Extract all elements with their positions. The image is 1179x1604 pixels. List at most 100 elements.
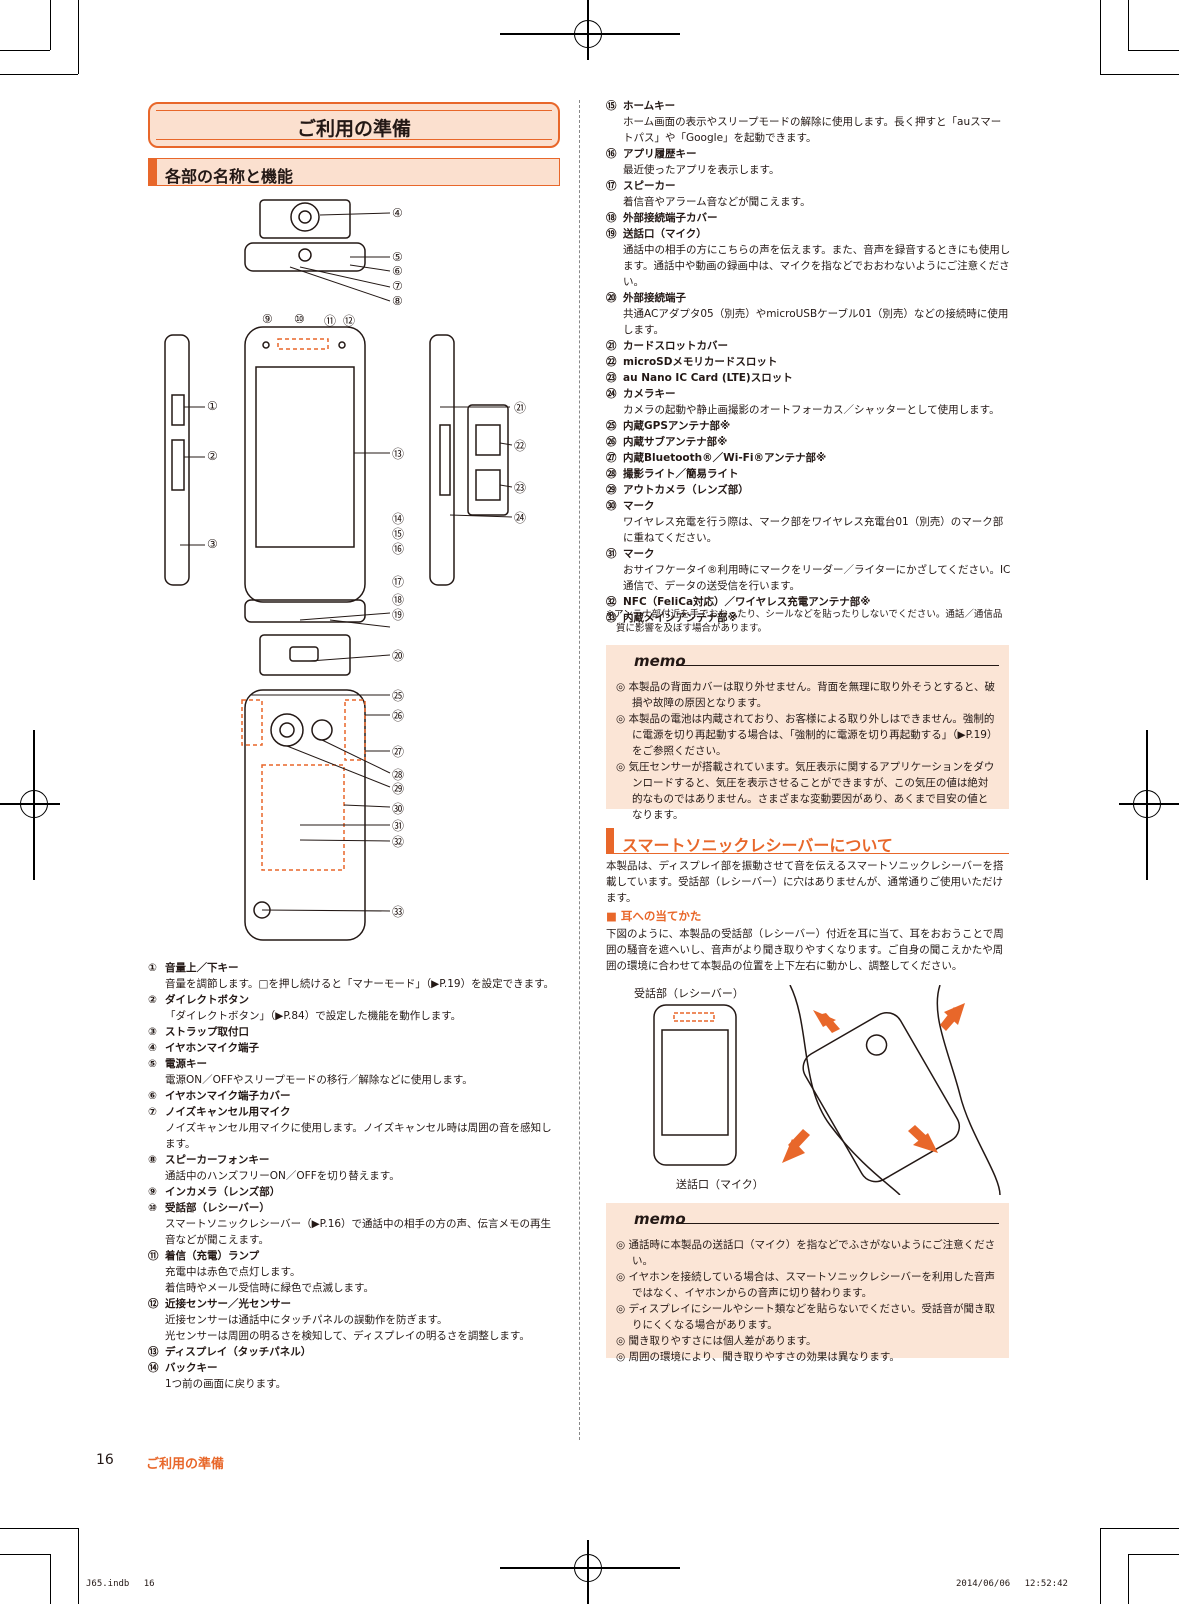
- callout-31: ㉛: [392, 819, 405, 833]
- crop-mark: [1128, 50, 1179, 51]
- callout-25: ㉕: [392, 689, 405, 703]
- callout-6: ⑥: [392, 264, 403, 278]
- callout-22: ㉒: [514, 439, 527, 453]
- callout-19: ⑲: [392, 608, 405, 622]
- item-title: バックキー: [165, 1362, 218, 1374]
- item-title: ディスプレイ（タッチパネル）: [165, 1346, 312, 1358]
- item-number: ①: [148, 962, 157, 974]
- callout-17: ⑰: [392, 575, 405, 589]
- item-description: 共通ACアダプタ05（別売）やmicroUSBケーブル01（別売）などの接続時に…: [623, 308, 1009, 336]
- item-description: 着信音やアラーム音などが聞こえます。: [623, 196, 811, 208]
- crop-mark: [1100, 0, 1101, 74]
- sonic-illustration: [653, 985, 1001, 1195]
- column-divider: [579, 100, 580, 1440]
- item-description: 充電中は赤色で点灯します。 着信時やメール受信時に緑色で点滅します。: [165, 1266, 374, 1294]
- crop-mark: [1100, 1528, 1179, 1529]
- item-number: ⑰: [606, 180, 617, 192]
- callout-27: ㉗: [392, 745, 405, 759]
- item-title: ホームキー: [623, 100, 676, 112]
- item-description: 1つ前の画面に戻ります。: [165, 1378, 287, 1390]
- crop-mark: [1128, 1554, 1129, 1604]
- item-number: ④: [148, 1042, 157, 1054]
- item-number: ㉕: [606, 420, 617, 432]
- crop-mark: [78, 1528, 79, 1604]
- item-title: microSDメモリカードスロット: [623, 356, 778, 368]
- crop-mark: [50, 1554, 51, 1604]
- item-number: ⑪: [148, 1250, 159, 1262]
- callout-3: ③: [207, 537, 218, 551]
- item-title: 送話口（マイク）: [623, 228, 707, 240]
- chapter-title: ご利用の準備: [296, 118, 411, 140]
- registration-mark: [500, 33, 680, 35]
- callout-11: ⑪: [324, 314, 337, 328]
- crop-mark: [1100, 1528, 1101, 1604]
- memo-label: memo: [634, 1210, 686, 1228]
- item-number: ㉑: [606, 340, 617, 352]
- print-file: J65.indb 16: [86, 1579, 155, 1589]
- item-description: おサイフケータイ®利用時にマークをリーダー／ライターにかざしてください。IC通信…: [623, 564, 1011, 592]
- registration-mark: [33, 730, 35, 880]
- item-number: ⑩: [148, 1202, 157, 1214]
- item-title: 外部接続端子: [623, 292, 686, 304]
- crop-mark: [0, 74, 78, 75]
- crop-mark: [0, 1528, 78, 1529]
- callout-21: ㉑: [514, 401, 527, 415]
- item-number: ③: [148, 1026, 157, 1038]
- item-title: 内蔵サブアンテナ部※: [623, 436, 728, 448]
- memo-item: ◎ 聞き取りやすさには個人差があります。: [616, 1335, 817, 1347]
- crop-mark: [0, 1554, 50, 1555]
- registration-mark: [1119, 803, 1179, 805]
- item-title: au Nano IC Card (LTE)スロット: [623, 372, 793, 384]
- callout-18: ⑱: [392, 593, 405, 607]
- item-title: 撮影ライト／簡易ライト: [623, 468, 739, 480]
- sonic-body: 本製品は、ディスプレイ部を振動させて音を伝えるスマートソニックレシーバーを搭載し…: [606, 860, 1004, 904]
- page-number: 16: [96, 1452, 114, 1468]
- item-description: ノイズキャンセル用マイクに使用します。ノイズキャンセル時は周囲の音を感知します。: [165, 1122, 552, 1150]
- item-number: ㉔: [606, 388, 617, 400]
- item-description: スマートソニックレシーバー（▶P.16）で通話中の相手の方の声、伝言メモの再生音…: [165, 1218, 552, 1246]
- item-title: ダイレクトボタン: [165, 994, 249, 1006]
- item-title: マーク: [623, 548, 655, 560]
- crop-mark: [0, 50, 50, 51]
- item-number: ⑲: [606, 228, 617, 240]
- item-number: ⑱: [606, 212, 617, 224]
- memo-item: ◎ 通話時に本製品の送話口（マイク）を指などでふさがないようにご注意ください。: [616, 1239, 996, 1267]
- callout-30: ㉚: [392, 802, 405, 816]
- callout-8: ⑧: [392, 294, 403, 308]
- item-heading: ⑳ 外部接続端子: [606, 290, 1011, 306]
- item-number: ⑨: [148, 1186, 157, 1198]
- callout-23: ㉓: [514, 481, 527, 495]
- callout-20: ⑳: [392, 649, 405, 663]
- item-number: ⑳: [606, 292, 617, 304]
- item-title: マーク: [623, 500, 655, 512]
